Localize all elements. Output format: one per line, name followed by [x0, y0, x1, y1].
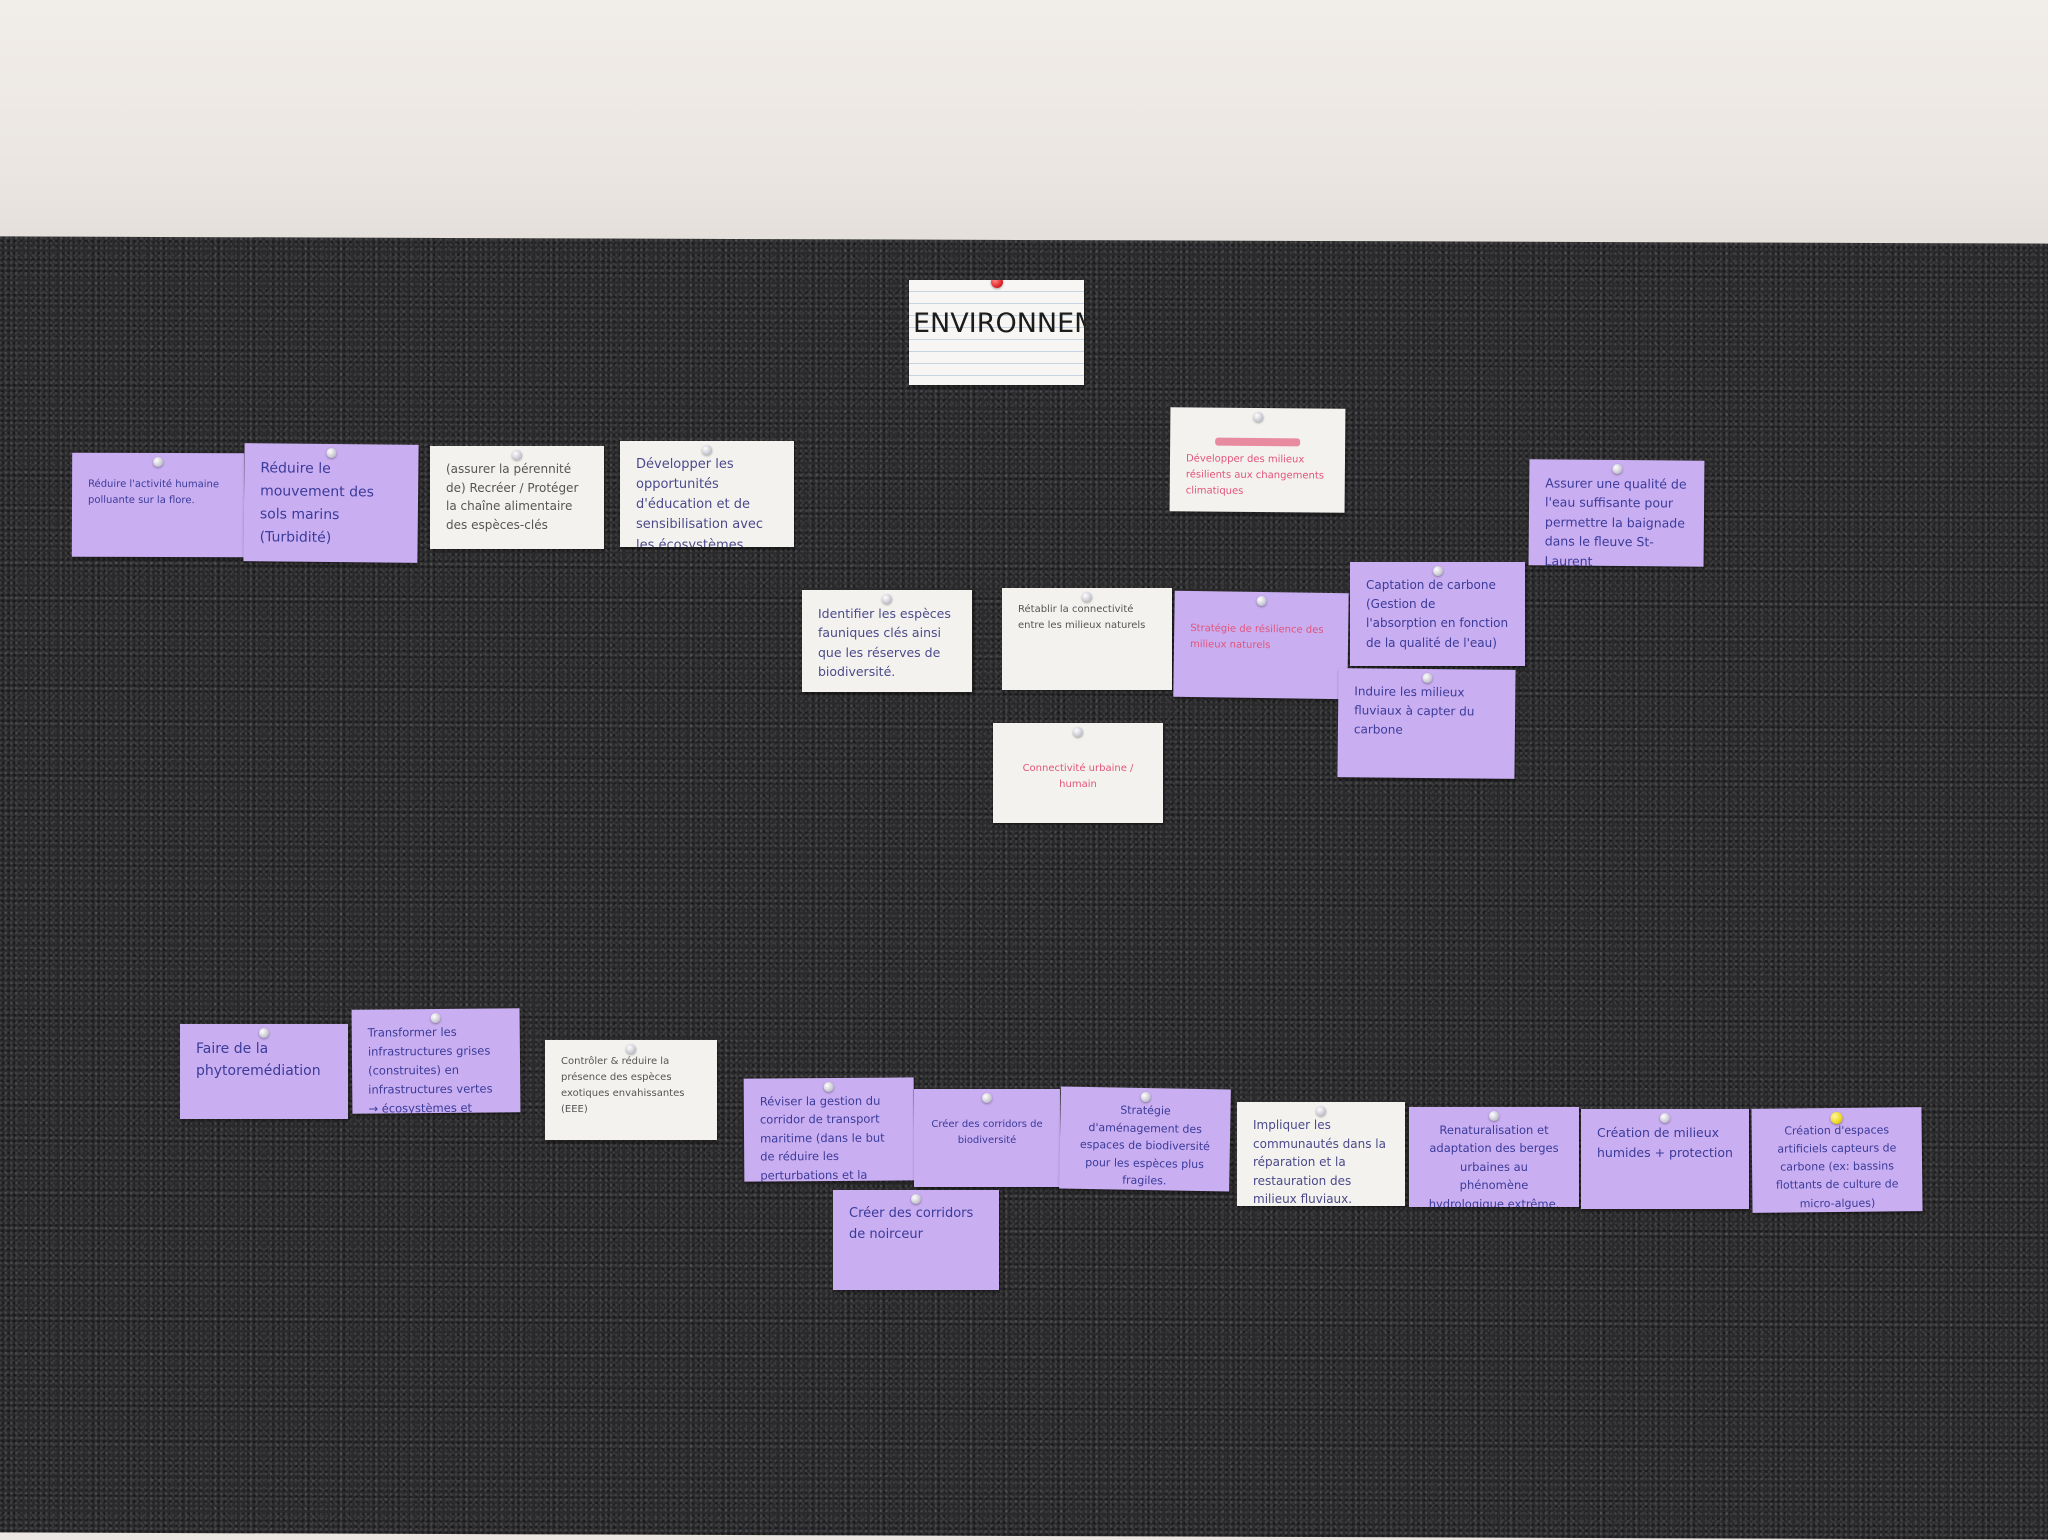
card-education[interactable]: Développer les opportunités d'éducation …: [620, 441, 794, 547]
pin-icon: [1252, 411, 1263, 423]
card-connectivite-urbaine[interactable]: Connectivité urbaine / humain: [993, 723, 1163, 823]
pin-icon: [1082, 592, 1092, 602]
card-corridor-maritime[interactable]: Réviser la gestion du corridor de transp…: [743, 1077, 915, 1182]
card-text: Assurer une qualité de l'eau suffisante …: [1544, 475, 1687, 567]
card-text: Identifier les espèces fauniques clés ai…: [818, 606, 951, 680]
pin-icon: [982, 1093, 992, 1103]
cork-board: [0, 236, 2048, 1540]
card-induire-milieux[interactable]: Induire les milieux fluviaux à capter du…: [1337, 668, 1516, 779]
card-text: Réduire l'activité humaine polluante sur…: [87, 478, 220, 507]
card-milieux-resilients[interactable]: Développer des milieux résilients aux ch…: [1169, 407, 1346, 513]
card-impliquer-communautes[interactable]: Impliquer les communautés dans la répara…: [1237, 1102, 1405, 1206]
card-qualite-eau[interactable]: Assurer une qualité de l'eau suffisante …: [1528, 459, 1705, 567]
card-text: (assurer la pérennité de) Recréer / Prot…: [446, 462, 579, 532]
card-milieux-humides[interactable]: Création de milieux humides + protection: [1581, 1109, 1749, 1209]
card-text: Connectivité urbaine / humain: [1022, 763, 1134, 790]
pin-icon: [1611, 463, 1622, 475]
card-text: Transformer les infrastructures grises (…: [367, 1024, 493, 1114]
card-text: Réviser la gestion du corridor de transp…: [759, 1093, 885, 1182]
card-text: Captation de carbone (Gestion de l'absor…: [1366, 578, 1509, 650]
pin-icon: [911, 1194, 921, 1204]
pin-icon: [153, 456, 164, 468]
card-amenagement[interactable]: Stratégie d'aménagement des espaces de b…: [1059, 1086, 1231, 1192]
card-text: Développer les opportunités d'éducation …: [636, 457, 764, 547]
pin-icon: [1140, 1091, 1151, 1103]
card-text: Faire de la phytoremédiation: [196, 1041, 321, 1080]
card-chaine-alimentaire[interactable]: (assurer la pérennité de) Recréer / Prot…: [430, 446, 604, 549]
card-captation-carbone[interactable]: Captation de carbone (Gestion de l'absor…: [1350, 562, 1525, 666]
card-identifier-especes[interactable]: Identifier les espèces fauniques clés ai…: [802, 590, 972, 692]
card-text: Stratégie de résilience des milieux natu…: [1189, 623, 1324, 652]
card-text: Créer des corridors de biodiversité: [931, 1119, 1043, 1146]
card-text: Réduire le mouvement des sols marins (Tu…: [259, 460, 375, 547]
pin-icon: [1256, 595, 1267, 607]
pin-icon: [882, 594, 892, 604]
pin-icon: [702, 445, 712, 455]
pin-icon: [626, 1044, 636, 1054]
card-text: Renaturalisation et adaptation des berge…: [1428, 1123, 1560, 1207]
card-espaces-artificiels[interactable]: Création d'espaces artificiels capteurs …: [1751, 1107, 1923, 1213]
pin-icon: [1073, 727, 1083, 737]
red-pin-icon: [990, 280, 1003, 288]
card-especes-exotiques[interactable]: Contrôler & réduire la présence des espè…: [545, 1040, 717, 1140]
card-phytoremediation[interactable]: Faire de la phytoremédiation: [180, 1024, 348, 1119]
pin-icon: [1489, 1111, 1499, 1121]
card-infrastructures[interactable]: Transformer les infrastructures grises (…: [351, 1008, 521, 1114]
pin-icon: [823, 1081, 834, 1093]
card-text: Développer des milieux résilients aux ch…: [1185, 453, 1325, 497]
pin-icon: [1432, 566, 1443, 576]
pin-icon: [1316, 1106, 1326, 1116]
card-text: Stratégie d'aménagement des espaces de b…: [1079, 1103, 1210, 1188]
pin-icon: [430, 1012, 441, 1024]
pin-icon: [326, 447, 337, 459]
card-connectivite-milieux[interactable]: Rétablir la connectivité entre les milie…: [1002, 588, 1172, 690]
card-corridors-noirceur[interactable]: Créer des corridors de noirceur: [833, 1190, 999, 1290]
card-reduire-activite[interactable]: Réduire l'activité humaine polluante sur…: [71, 452, 245, 558]
pin-icon: [512, 450, 522, 460]
card-text: Induire les milieux fluviaux à capter du…: [1353, 684, 1475, 738]
wall: [0, 0, 2048, 245]
pin-icon: [259, 1028, 269, 1038]
card-text: Impliquer les communautés dans la répara…: [1253, 1118, 1386, 1206]
title-card: ENVIRONNEMENT: [909, 280, 1084, 385]
card-renaturalisation[interactable]: Renaturalisation et adaptation des berge…: [1409, 1107, 1579, 1207]
card-strategie-resilience[interactable]: Stratégie de résilience des milieux natu…: [1173, 590, 1349, 700]
card-text: Créer des corridors de noirceur: [849, 1206, 974, 1242]
board-title: ENVIRONNEMENT: [913, 308, 1084, 339]
card-text: Création d'espaces artificiels capteurs …: [1775, 1123, 1899, 1210]
card-corridors-biodiversite[interactable]: Créer des corridors de biodiversité: [914, 1089, 1060, 1187]
card-text: Création de milieux humides + protection: [1597, 1125, 1733, 1160]
pin-icon: [1421, 672, 1433, 684]
card-text: Contrôler & réduire la présence des espè…: [561, 1056, 685, 1115]
card-text: Rétablir la connectivité entre les milie…: [1018, 604, 1146, 631]
card-reduire-mouvement[interactable]: Réduire le mouvement des sols marins (Tu…: [243, 443, 419, 563]
pin-icon: [1660, 1113, 1670, 1123]
yellow-pin-icon: [1830, 1111, 1843, 1125]
scribble-strike: [1214, 437, 1301, 447]
